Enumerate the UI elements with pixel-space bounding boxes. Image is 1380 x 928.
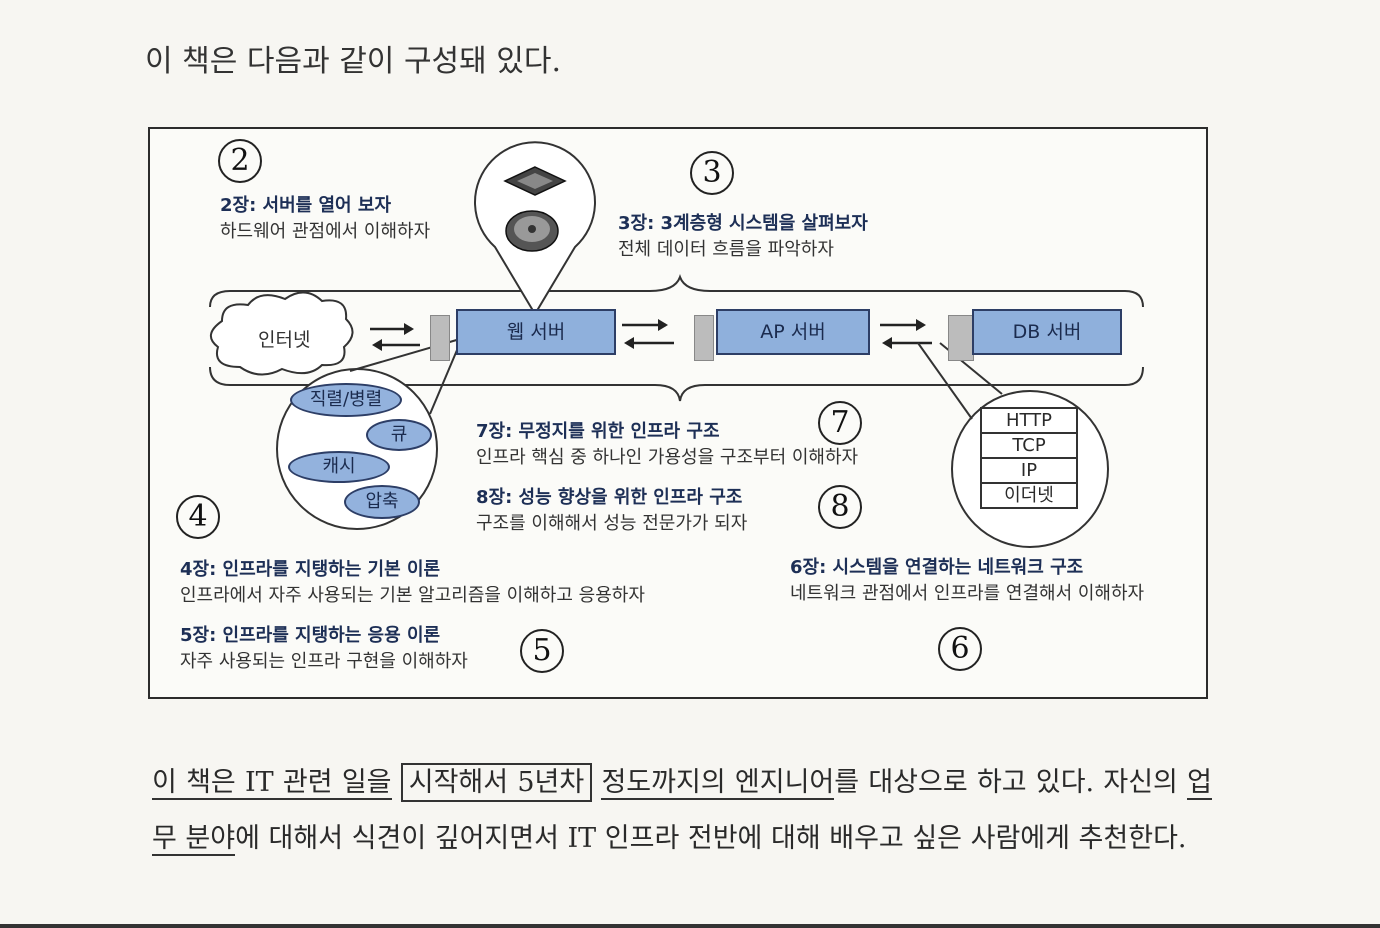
- body-part-3: 를 대상으로 하고 있다.: [834, 767, 1095, 798]
- bubble-queue: 큐: [366, 419, 432, 451]
- ap-server-shadow: [694, 315, 714, 361]
- chapter-3: 3장: 3계층형 시스템을 살펴보자 전체 데이터 흐름을 파악하자: [618, 211, 868, 263]
- chapter-2-subtitle: 하드웨어 관점에서 이해하자: [220, 221, 431, 242]
- chapter-4: 4장: 인프라를 지탱하는 기본 이론 인프라에서 자주 사용되는 기본 알고리…: [180, 557, 645, 609]
- chapter-6-title: 6장: 시스템을 연결하는 네트워크 구조: [790, 557, 1084, 578]
- chapter-7-subtitle: 인프라 핵심 중 하나인 가용성을 구조부터 이해하자: [476, 447, 859, 468]
- db-server-shadow: [948, 315, 974, 361]
- chapter-6-subtitle: 네트워크 관점에서 인프라를 연결해서 이해하자: [790, 583, 1145, 604]
- chapter-5-subtitle: 자주 사용되는 인프라 구현을 이해하자: [180, 651, 468, 672]
- web-server-shadow: [430, 315, 450, 361]
- body-part-4: 자신의: [1103, 767, 1178, 798]
- internet-cloud: [210, 291, 354, 376]
- chapter-7: 7장: 무정지를 위한 인프라 구조 인프라 핵심 중 하나인 가용성을 구조부…: [476, 419, 858, 471]
- top-brace: [209, 274, 1144, 308]
- body-part-6: 에 대해서 식견이 깊어지면서 IT 인프라 전반에 대해 배우고 싶은 사람에…: [235, 823, 1187, 854]
- web-server-box: 웹 서버: [456, 309, 616, 355]
- chapter-5: 5장: 인프라를 지탱하는 응용 이론 자주 사용되는 인프라 구현을 이해하자: [180, 623, 468, 675]
- stack-ip: IP: [980, 457, 1078, 484]
- chapter-7-title: 7장: 무정지를 위한 인프라 구조: [476, 421, 720, 442]
- book-structure-figure: 인터넷 웹 서버 AP 서버 DB 서버 직렬/병렬 큐 캐시 압축 HTTP …: [148, 127, 1208, 699]
- chapter-number-7: 7: [818, 401, 862, 445]
- chapter-5-title: 5장: 인프라를 지탱하는 응용 이론: [180, 625, 441, 646]
- bubble-compression: 압축: [344, 485, 420, 519]
- stack-ethernet: 이더넷: [980, 482, 1078, 509]
- chapter-2-title: 2장: 서버를 열어 보자: [220, 195, 392, 216]
- body-part-1: 이 책은 IT 관련 일을: [152, 767, 392, 800]
- db-server-box: DB 서버: [972, 309, 1122, 355]
- bottom-rule: [0, 924, 1380, 928]
- ap-server-box: AP 서버: [716, 309, 870, 355]
- chapter-number-3: 3: [690, 151, 734, 195]
- bubble-cache: 캐시: [288, 451, 390, 483]
- body-part-5: 업무 분야: [152, 767, 1212, 856]
- bubble-serial-parallel: 직렬/병렬: [290, 383, 402, 417]
- chapter-8-title: 8장: 성능 향상을 위한 인프라 구조: [476, 487, 743, 508]
- body-boxed-phrase: 시작해서 5년차: [400, 763, 593, 802]
- stack-http: HTTP: [980, 407, 1078, 434]
- chapter-number-4: 4: [176, 495, 220, 539]
- body-part-2: 정도까지의 엔지니어: [601, 767, 835, 800]
- chapter-4-title: 4장: 인프라를 지탱하는 기본 이론: [180, 559, 441, 580]
- chapter-3-title: 3장: 3계층형 시스템을 살펴보자: [618, 213, 868, 234]
- protocol-stack: HTTP TCP IP 이더넷: [980, 407, 1078, 509]
- bottom-brace: [209, 366, 1144, 402]
- body-paragraph: 이 책은 IT 관련 일을 시작해서 5년차 정도까지의 엔지니어를 대상으로 …: [152, 755, 1212, 867]
- chapter-number-6: 6: [938, 627, 982, 671]
- chapter-8-subtitle: 구조를 이해해서 성능 전문가가 되자: [476, 513, 748, 534]
- internet-label: 인터넷: [258, 329, 311, 351]
- chapter-number-5: 5: [520, 629, 564, 673]
- chapter-number-2: 2: [218, 139, 262, 183]
- chapter-2: 2장: 서버를 열어 보자 하드웨어 관점에서 이해하자: [220, 193, 430, 245]
- stack-tcp: TCP: [980, 432, 1078, 459]
- chapter-number-8: 8: [818, 485, 862, 529]
- chapter-8: 8장: 성능 향상을 위한 인프라 구조 구조를 이해해서 성능 전문가가 되자: [476, 485, 747, 537]
- chapter-6: 6장: 시스템을 연결하는 네트워크 구조 네트워크 관점에서 인프라를 연결해…: [790, 555, 1144, 607]
- chapter-4-subtitle: 인프라에서 자주 사용되는 기본 알고리즘을 이해하고 응용하자: [180, 585, 645, 606]
- chapter-3-subtitle: 전체 데이터 흐름을 파악하자: [618, 239, 834, 260]
- intro-sentence: 이 책은 다음과 같이 구성돼 있다.: [145, 44, 562, 79]
